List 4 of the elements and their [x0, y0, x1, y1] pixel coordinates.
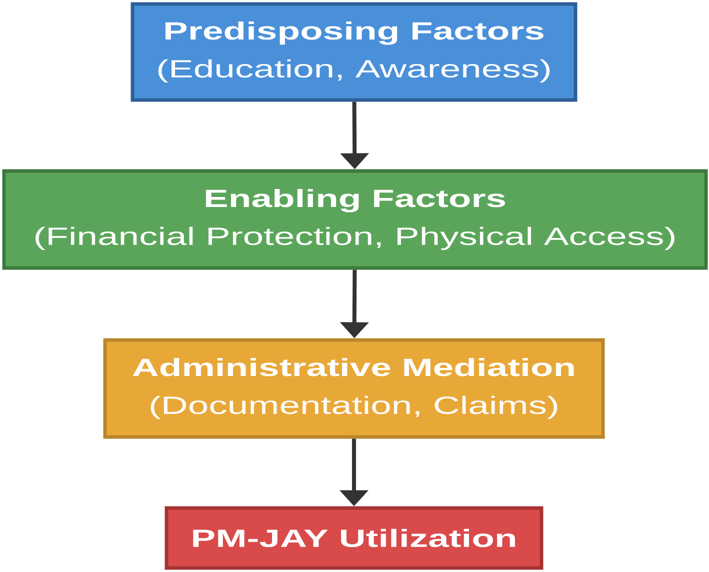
- process-box: Administrative Mediation (Documentation, Claims): [103, 338, 605, 439]
- process-box: Enabling Factors (Financial Protection, Physical Access): [2, 169, 708, 270]
- process-box: PM-JAY Utilization: [164, 506, 544, 570]
- process-box: Predisposing Factors (Education, Awareness): [130, 2, 578, 102]
